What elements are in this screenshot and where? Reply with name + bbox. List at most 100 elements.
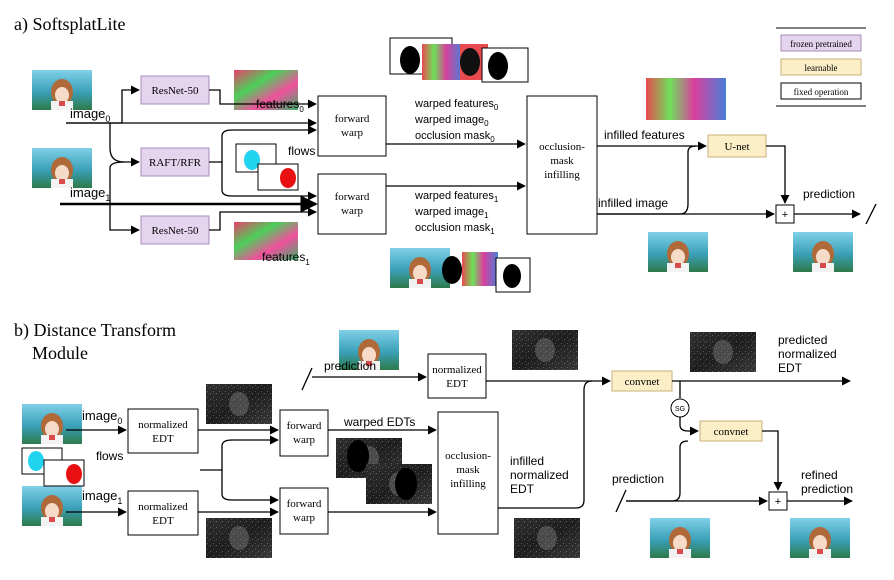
flows-b-thumbnail — [21, 447, 85, 487]
prediction-b-bottom-thumbnail — [650, 518, 710, 558]
edt-bottom-label-2: EDT — [152, 515, 174, 527]
warped-edts-label: warped EDTs — [343, 415, 415, 429]
infilled-features-label: infilled features — [604, 128, 685, 142]
features1-label: features1 — [262, 250, 310, 267]
convnet-bottom-label: convnet — [714, 426, 749, 438]
image1-thumbnail — [32, 148, 92, 188]
legend-frozen-label: frozen pretrained — [790, 39, 852, 49]
prediction-a-thumbnail — [793, 232, 853, 272]
forward-warp-bottom-label-2: warp — [341, 205, 363, 217]
warped1-thumbnails — [390, 248, 531, 293]
occlusion-b-label-2: mask — [456, 464, 480, 476]
infilled-edt-thumbnail — [514, 518, 580, 558]
forward-warp-top-label-1: forward — [335, 113, 370, 125]
resnet-bottom-label: ResNet-50 — [151, 225, 199, 237]
refined-label-2: prediction — [801, 482, 853, 496]
forward-warp-b-bottom-label-1: forward — [287, 498, 322, 510]
forward-warp-b-top-label-2: warp — [293, 434, 315, 446]
occlusion-a-label-2: mask — [550, 155, 574, 167]
prediction-b-bottom-label: prediction — [612, 472, 664, 486]
infilled-edt-label-2: normalized — [510, 468, 569, 482]
warped-edts-thumbnails — [336, 438, 432, 504]
forward-warp-top-label-2: warp — [341, 127, 363, 139]
edt-prediction-label-1: normalized — [432, 364, 482, 376]
legend-fixed-swatch — [780, 82, 862, 100]
forward-warp-b-top-label-1: forward — [287, 420, 322, 432]
forward-warp-b-bottom-box — [279, 487, 329, 535]
flows-b-label: flows — [96, 449, 123, 463]
forward-warp-b-bottom-label-2: warp — [293, 512, 315, 524]
prediction-a-label: prediction — [803, 187, 855, 201]
image1-label: image1 — [70, 185, 110, 203]
plus-a-label: + — [782, 209, 788, 221]
occlusion-infilling-a-box — [526, 95, 598, 235]
edt-prediction-thumbnail — [512, 330, 578, 370]
legend-learnable-label: learnable — [805, 63, 838, 73]
features0-thumbnail — [234, 70, 298, 110]
convnet-top-label: convnet — [625, 376, 660, 388]
warped-features1-label: warped features1 — [414, 190, 499, 204]
edt-prediction-label-2: EDT — [446, 378, 468, 390]
forward-warp-bottom-label-1: forward — [335, 191, 370, 203]
infilled-edt-label-3: EDT — [510, 482, 535, 496]
edt1-thumbnail — [206, 518, 272, 558]
warped-image0-label: warped image0 — [414, 114, 489, 128]
unet-label: U-net — [724, 141, 749, 153]
plus-b-label: + — [775, 496, 781, 508]
predicted-edt-label-3: EDT — [778, 361, 803, 375]
flows-thumbnail-a — [235, 143, 299, 191]
predicted-edt-thumbnail — [690, 332, 756, 372]
image0-label: image0 — [70, 106, 110, 124]
occlusion-mask0-label: occlusion mask0 — [415, 130, 495, 144]
warped-image1-label: warped image1 — [414, 206, 489, 220]
refined-prediction-thumbnail — [790, 518, 850, 558]
legend-fixed-label: fixed operation — [794, 87, 849, 97]
edt-top-label-1: normalized — [138, 419, 188, 431]
legend: frozen pretrained learnable fixed operat… — [776, 27, 866, 107]
occlusion-a-label-3: infilling — [544, 169, 580, 181]
predicted-edt-label-1: predicted — [778, 333, 827, 347]
legend-learnable-swatch — [780, 58, 862, 76]
image1-b-label: image1 — [82, 488, 122, 506]
refined-label-1: refined — [801, 468, 838, 482]
edt-prediction-box — [427, 353, 487, 399]
legend-frozen-swatch — [780, 34, 862, 52]
forward-warp-bottom-box — [317, 173, 387, 235]
edt-bottom-box — [127, 490, 199, 536]
image1-b-thumbnail — [22, 486, 82, 526]
flows-a-label: flows — [288, 144, 315, 158]
forward-warp-b-top-box — [279, 409, 329, 457]
infilled-image-label: infilled image — [598, 196, 668, 210]
raft-box — [140, 147, 210, 177]
forward-warp-top-box — [317, 95, 387, 157]
edt-bottom-label-1: normalized — [138, 501, 188, 513]
resnet-top-box — [140, 75, 210, 105]
infilled-edt-label-1: infilled — [510, 454, 544, 468]
edt-top-box — [127, 408, 199, 454]
edt0-thumbnail — [206, 384, 272, 424]
infilled-features-thumbnail — [646, 78, 726, 120]
image0-b-label: image0 — [82, 408, 122, 426]
occlusion-b-label-3: infilling — [450, 478, 486, 490]
section-b-title-1: b) Distance Transform — [14, 320, 176, 341]
section-a-title: a) SoftsplatLite — [14, 14, 125, 35]
occlusion-infilling-b-box — [437, 411, 499, 535]
occlusion-b-label-1: occlusion- — [445, 450, 491, 462]
infilled-image-thumbnail — [648, 232, 708, 272]
warped0-thumbnails — [389, 37, 529, 83]
image0-b-thumbnail — [22, 404, 82, 444]
resnet-top-label: ResNet-50 — [151, 85, 199, 97]
features1-thumbnail — [234, 222, 298, 260]
occlusion-a-label-1: occlusion- — [539, 141, 585, 153]
warped-features0-label: warped features0 — [414, 98, 499, 112]
sg-label: SG — [675, 406, 685, 413]
edt-top-label-2: EDT — [152, 433, 174, 445]
section-b-title-2: Module — [32, 343, 88, 363]
raft-label: RAFT/RFR — [149, 157, 202, 169]
features0-label: features0 — [256, 97, 304, 114]
prediction-b-top-label: prediction — [324, 359, 376, 373]
image0-thumbnail — [32, 70, 92, 110]
predicted-edt-label-2: normalized — [778, 347, 837, 361]
occlusion-mask1-label: occlusion mask1 — [415, 222, 495, 236]
